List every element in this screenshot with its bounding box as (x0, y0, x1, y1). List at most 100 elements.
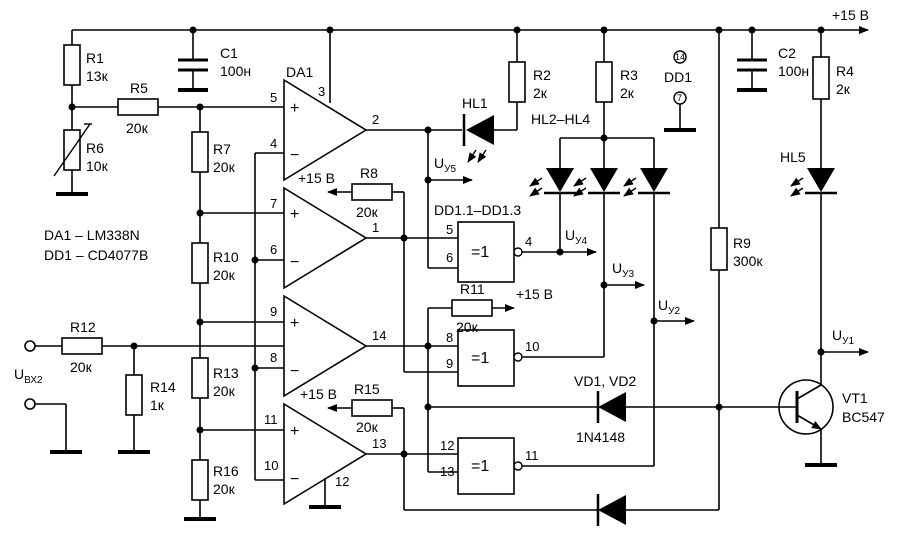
svg-text:6: 6 (270, 242, 277, 257)
svg-text:DD1: DD1 (664, 69, 692, 85)
opamp-b-output-net: +15 В R8 20к (298, 165, 458, 373)
r6-trimmer: R6 10к (53, 123, 109, 196)
svg-text:=1: =1 (471, 244, 489, 261)
svg-text:R9: R9 (733, 235, 751, 251)
svg-text:10к: 10к (86, 158, 109, 174)
svg-text:14: 14 (372, 328, 386, 343)
svg-text:R12: R12 (70, 319, 96, 335)
reference-ladder: R7 20к R10 20к R13 20к R16 20к (184, 107, 284, 521)
svg-text:20к: 20к (70, 359, 93, 375)
svg-text:C2: C2 (778, 45, 796, 61)
input-terminal[interactable] (24, 340, 36, 352)
svg-text:DA1 – LM338N: DA1 – LM338N (44, 227, 140, 243)
svg-text:−: − (290, 471, 299, 488)
svg-text:HL1: HL1 (462, 95, 488, 111)
minus-input-bus (134, 152, 284, 481)
opamp-c: + − 9 8 14 (270, 294, 386, 398)
svg-text:R3: R3 (620, 67, 638, 83)
svg-text:+: + (290, 423, 299, 440)
svg-text:DD1.1–DD1.3: DD1.1–DD1.3 (434, 202, 521, 218)
svg-text:R14: R14 (150, 379, 176, 395)
svg-text:7: 7 (270, 196, 277, 211)
ic-notes: DA1 – LM338N DD1 – CD4077B (44, 227, 148, 263)
input-label: UВХ2 (14, 366, 43, 386)
svg-text:7: 7 (677, 93, 682, 103)
r3-resistor: R3 2к HL2–HL4 (531, 30, 654, 142)
opamp-a-output-net: UУ5 (366, 126, 473, 269)
uy3-label: UУ3 (612, 260, 634, 280)
svg-text:12: 12 (440, 438, 454, 453)
svg-text:R13: R13 (213, 365, 239, 381)
svg-text:9: 9 (270, 304, 277, 319)
r4-resistor: R4 2к (812, 30, 854, 168)
svg-text:HL5: HL5 (780, 149, 806, 165)
opamp-c-output-net: +15 В R11 20к (366, 281, 553, 473)
svg-text:20к: 20к (213, 383, 236, 399)
vd2-diode (404, 494, 719, 526)
uy1-label: UУ1 (832, 327, 854, 347)
xor-gate-2: =1 8 9 10 (446, 329, 539, 387)
svg-text:1N4148: 1N4148 (576, 429, 625, 445)
uy4-label: UУ4 (565, 227, 587, 247)
svg-text:20к: 20к (213, 481, 236, 497)
svg-text:=1: =1 (471, 458, 489, 475)
svg-text:BC547: BC547 (842, 409, 885, 425)
svg-text:−: − (290, 147, 299, 164)
svg-text:13к: 13к (86, 68, 109, 84)
svg-text:20к: 20к (213, 267, 236, 283)
svg-text:+15 В: +15 В (300, 386, 337, 402)
svg-text:R15: R15 (354, 381, 380, 397)
svg-text:11: 11 (264, 412, 278, 427)
svg-text:20к: 20к (213, 159, 236, 175)
svg-text:R7: R7 (213, 141, 231, 157)
svg-text:VD1, VD2: VD1, VD2 (574, 373, 636, 389)
supply-rail: +15 В (72, 7, 869, 34)
r5-resistor: R5 20к (72, 80, 284, 136)
svg-text:11: 11 (525, 448, 539, 463)
svg-text:DA1: DA1 (286, 64, 313, 80)
svg-text:14: 14 (675, 52, 685, 62)
svg-text:R10: R10 (213, 249, 239, 265)
hl2-hl4-leds (529, 138, 670, 197)
uy2-label: UУ2 (658, 297, 680, 317)
ground-terminal[interactable] (24, 398, 36, 410)
gate-outputs: UУ4 UУ3 UУ2 (522, 193, 695, 467)
c2-capacitor: C2 100н (737, 30, 809, 92)
svg-text:5: 5 (446, 222, 453, 237)
svg-text:8: 8 (446, 330, 453, 345)
svg-text:100н: 100н (220, 63, 251, 79)
hl1-led: HL1 (462, 95, 518, 163)
svg-text:R8: R8 (360, 165, 378, 181)
svg-text:+: + (290, 206, 299, 223)
svg-text:20к: 20к (126, 120, 149, 136)
svg-text:4: 4 (270, 136, 277, 151)
svg-text:300к: 300к (733, 253, 763, 269)
opamp-d: + − 11 10 13 12 (264, 402, 386, 509)
svg-text:20к: 20к (456, 319, 479, 335)
r1-resistor: R1 13к (63, 30, 109, 130)
svg-text:13: 13 (372, 436, 386, 451)
opamp-d-output-net: +15 В R15 20к (300, 381, 458, 510)
svg-text:12: 12 (335, 474, 349, 489)
svg-text:2к: 2к (836, 81, 851, 97)
svg-text:R4: R4 (836, 63, 854, 79)
svg-text:1: 1 (372, 220, 379, 235)
svg-text:10: 10 (525, 339, 539, 354)
svg-text:R16: R16 (213, 463, 239, 479)
svg-text:R5: R5 (130, 80, 148, 96)
xor-gate-3: =1 12 13 11 (440, 437, 539, 495)
svg-text:VT1: VT1 (842, 390, 868, 406)
svg-text:5: 5 (270, 90, 277, 105)
svg-text:2к: 2к (533, 85, 548, 101)
svg-text:10: 10 (264, 458, 278, 473)
svg-text:R1: R1 (86, 50, 104, 66)
svg-text:3: 3 (318, 84, 325, 99)
svg-text:20к: 20к (356, 419, 379, 435)
hl5-led: HL5 UУ1 (780, 149, 869, 385)
svg-text:1к: 1к (150, 397, 165, 413)
uy5-label: UУ5 (434, 155, 456, 175)
supply-label: +15 В (832, 7, 869, 23)
svg-text:4: 4 (525, 234, 532, 249)
svg-text:20к: 20к (356, 204, 379, 220)
